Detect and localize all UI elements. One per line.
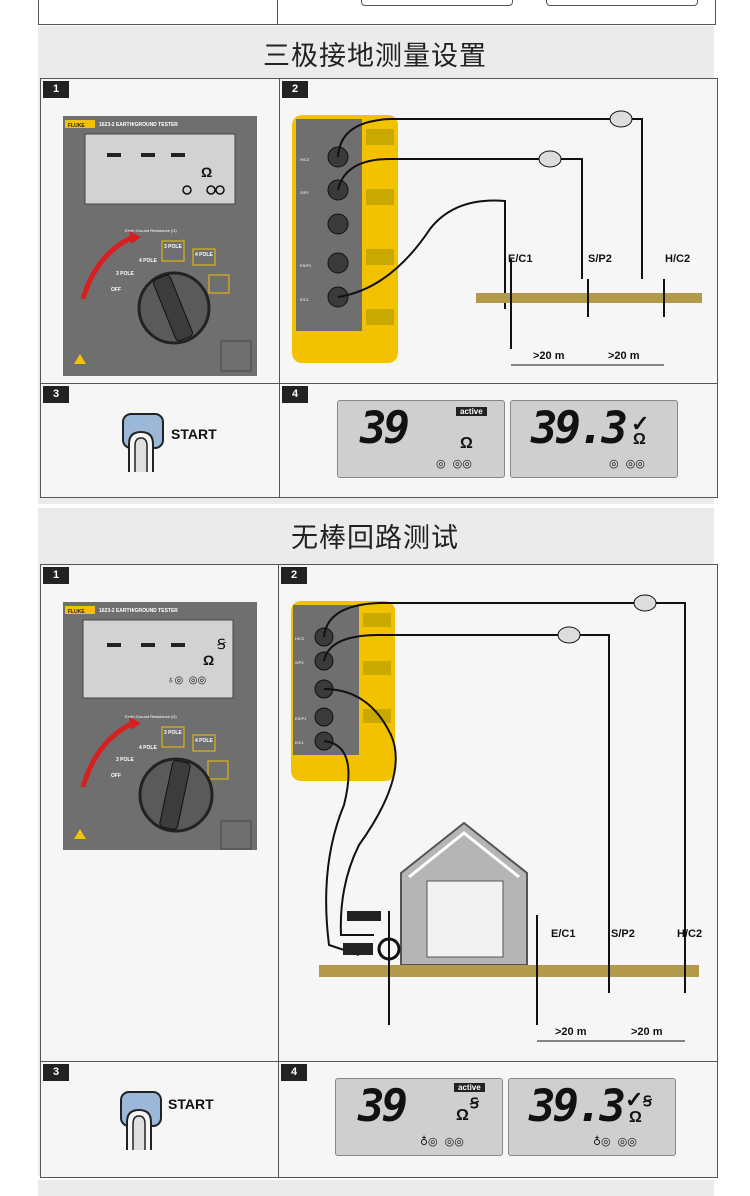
dial-pos-3pole-sel: 3 POLE [164, 730, 182, 736]
label-hc2: H/C2 [665, 253, 690, 265]
3pole-wiring-diagram: H/C2 S/P2 ES/P1 E/C1 E/C1 S/P2 H/C2 >20 … [292, 110, 702, 366]
ground-symbols: ◎ ◎◎ [609, 457, 645, 470]
label-hc2: H/C2 [677, 928, 702, 940]
strip-pill [361, 0, 513, 6]
dial-pos-off: OFF [111, 773, 121, 779]
dial-caption: Earth Ground Resistance (Ω) [125, 228, 177, 233]
clamp-icon: Ꞩ [470, 1095, 479, 1111]
step-1-cell: 1 FLUKE 1623-2 EARTH/GROUND TESTER Ω Ear… [41, 79, 280, 384]
dial-pos-4pole-sel: 4 POLE [195, 252, 213, 258]
reading-value: 39 [358, 1081, 408, 1132]
clamp-icon: Ꞩ [217, 636, 226, 652]
distance-1: >20 m [533, 350, 565, 362]
strip-pill [546, 0, 698, 6]
brand-logo: FLUKE [68, 609, 85, 615]
step-number: 1 [43, 81, 69, 98]
label-sp2: S/P2 [588, 253, 612, 265]
section-title-stakeless: 无棒回路测试 [291, 523, 459, 554]
check-icon: ✓ [625, 1087, 644, 1112]
section-stakeless-grid: 1 FLUKE 1623-2 EARTH/GROUND TESTER Ω Ꞩ ♁… [40, 564, 718, 1178]
reading-value: 39.3 [529, 1081, 626, 1132]
terminal-esp1: ES/P1 [300, 263, 312, 268]
label-ec1: E/C1 [551, 928, 575, 940]
active-badge: active [456, 407, 487, 416]
step-3-cell: 3 START [41, 1062, 279, 1177]
dial-pos-3pole: 3 POLE [116, 757, 134, 763]
next-section-strip [38, 1180, 714, 1196]
lcd-reading-final: 39.3 ✓ Ꞩ Ω ♁◎ ◎◎ [508, 1078, 676, 1156]
step-number: 2 [282, 81, 308, 98]
brand-logo: FLUKE [68, 123, 85, 129]
start-label: START [168, 1096, 214, 1112]
dial-pos-3pole: 3 POLE [116, 271, 134, 277]
section-title-3pole: 三极接地测量设置 [263, 41, 487, 72]
step-number: 3 [43, 386, 69, 403]
ground-symbols: ◎ ◎◎ [436, 457, 472, 470]
ground-symbols: ♁◎ ◎◎ [167, 675, 207, 686]
step-number: 4 [281, 1064, 307, 1081]
step-3-cell: 3 START [41, 384, 280, 497]
clamp-icon: Ꞩ [643, 1093, 652, 1109]
terminal-ec1: E/C1 [295, 740, 305, 745]
dial-pos-3pole-sel: 3 POLE [164, 244, 182, 250]
start-label: START [171, 426, 217, 442]
ground-symbols: ♁◎ ◎◎ [420, 1135, 464, 1148]
step-2-cell: 2 H/C2 S/P2 ES/P1 E/C1 [279, 565, 717, 1062]
step-number: 2 [281, 567, 307, 584]
distance-2: >20 m [608, 350, 640, 362]
distance-1: >20 m [555, 1026, 587, 1038]
model-label: 1623-2 EARTH/GROUND TESTER [99, 608, 178, 614]
reading-unit: Ω [629, 1109, 642, 1126]
terminal-hc2: H/C2 [300, 157, 310, 162]
lcd-reading-final: 39.3 ✓ Ω ◎ ◎◎ [510, 400, 678, 478]
check-icon: ✓ [631, 411, 650, 436]
step-4-cell: 4 39 active Ω Ꞩ ♁◎ ◎◎ 39.3 ✓ Ꞩ Ω ♁◎ ◎◎ [279, 1062, 717, 1177]
start-button-icon[interactable] [121, 412, 181, 482]
section-3pole-grid: 1 FLUKE 1623-2 EARTH/GROUND TESTER Ω Ear… [40, 78, 718, 498]
lcd-reading-initial: 39 active Ω Ꞩ ♁◎ ◎◎ [335, 1078, 503, 1156]
display-ohm: Ω [203, 652, 214, 668]
model-label: 1623-2 EARTH/GROUND TESTER [99, 122, 178, 128]
reading-unit: Ω [456, 1107, 469, 1124]
tester-front-illustration: FLUKE 1623-2 EARTH/GROUND TESTER Ω Earth… [63, 116, 257, 376]
reading-value: 39 [360, 403, 410, 454]
strip-divider [277, 0, 278, 24]
stakeless-wiring-diagram: H/C2 S/P2 ES/P1 E/C1 E/C1 [291, 594, 702, 1042]
dial-pos-4pole-sel: 4 POLE [195, 738, 213, 744]
step-number: 4 [282, 386, 308, 403]
tester-front-illustration: FLUKE 1623-2 EARTH/GROUND TESTER Ω Ꞩ ♁◎ … [63, 602, 257, 850]
ground-symbols: ♁◎ ◎◎ [593, 1135, 637, 1148]
label-ec1: E/C1 [508, 253, 532, 265]
step-4-cell: 4 39 active Ω ◎ ◎◎ 39.3 ✓ Ω ◎ ◎◎ [280, 384, 717, 497]
reading-unit: Ω [460, 435, 473, 452]
terminal-hc2: H/C2 [295, 636, 305, 641]
terminal-esp1: ES/P1 [295, 716, 307, 721]
step-2-cell: 2 H/C2 S/P2 ES/P1 E/C1 [280, 79, 717, 384]
distance-2: >20 m [631, 1026, 663, 1038]
dial-pos-4pole: 4 POLE [139, 258, 157, 264]
lcd-reading-initial: 39 active Ω ◎ ◎◎ [337, 400, 505, 478]
step-number: 1 [43, 567, 69, 584]
terminal-sp2: S/P2 [300, 190, 309, 195]
step-1-cell: 1 FLUKE 1623-2 EARTH/GROUND TESTER Ω Ꞩ ♁… [41, 565, 279, 1062]
label-sp2: S/P2 [611, 928, 635, 940]
dial-pos-off: OFF [111, 287, 121, 293]
active-badge: active [454, 1083, 485, 1092]
reading-unit: Ω [633, 431, 646, 448]
terminal-sp2: S/P2 [295, 660, 304, 665]
reading-value: 39.3 [531, 403, 628, 454]
dial-pos-4pole: 4 POLE [139, 745, 157, 751]
dial-caption: Earth Ground Resistance (Ω) [125, 714, 177, 719]
step-number: 3 [43, 1064, 69, 1081]
display-ohm: Ω [201, 164, 212, 180]
terminal-ec1: E/C1 [300, 297, 310, 302]
start-button-icon[interactable] [119, 1090, 179, 1160]
previous-section-strip [38, 0, 716, 25]
